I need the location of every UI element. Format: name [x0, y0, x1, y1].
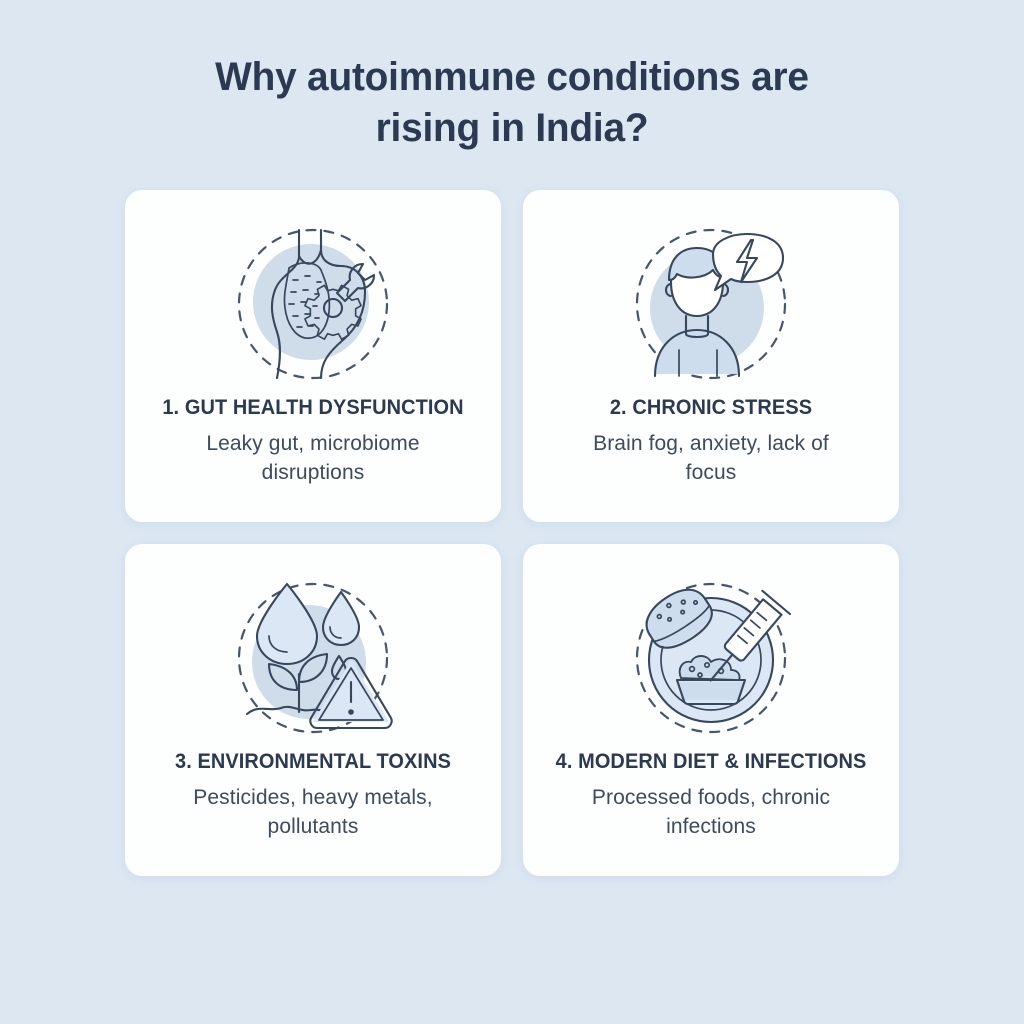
card-chronic-stress-desc-line-2: focus	[685, 461, 737, 484]
card-modern-diet[interactable]: 4. MODERN DIET & INFECTIONS Processed fo…	[523, 544, 899, 876]
gut-gear-wrench-icon	[225, 216, 401, 392]
person-stress-bolt-icon	[623, 216, 799, 392]
card-chronic-stress-desc-line-1: Brain fog, anxiety, lack of	[593, 432, 829, 455]
card-environmental-toxins-desc-line-1: Pesticides, heavy metals,	[193, 786, 433, 809]
page-title-line-1: Why autoimmune conditions are	[215, 55, 809, 99]
page-title-line-2: rising in India?	[375, 106, 649, 150]
card-modern-diet-description: Processed foods, chronic infections	[541, 783, 881, 841]
card-modern-diet-desc-line-1: Processed foods, chronic	[591, 786, 831, 809]
card-modern-diet-desc-line-2: infections	[666, 815, 756, 838]
cards-grid: 1. GUT HEALTH DYSFUNCTION Leaky gut, mic…	[125, 190, 899, 876]
card-gut-health-description: Leaky gut, microbiome disruptions	[143, 429, 483, 487]
page-title: Why autoimmune conditions are rising in …	[132, 52, 892, 154]
card-environmental-toxins-heading: 3. ENVIRONMENTAL TOXINS	[174, 750, 451, 773]
card-chronic-stress[interactable]: 2. CHRONIC STRESS Brain fog, anxiety, la…	[523, 190, 899, 522]
card-modern-diet-text: 4. MODERN DIET & INFECTIONS Processed fo…	[523, 750, 899, 841]
card-gut-health[interactable]: 1. GUT HEALTH DYSFUNCTION Leaky gut, mic…	[125, 190, 501, 522]
card-chronic-stress-description: Brain fog, anxiety, lack of focus	[541, 429, 881, 487]
card-environmental-toxins-desc-line-2: pollutants	[267, 815, 359, 838]
card-modern-diet-heading: 4. MODERN DIET & INFECTIONS	[555, 750, 867, 773]
card-gut-health-desc-line-2: disruptions	[261, 461, 365, 484]
card-chronic-stress-heading: 2. CHRONIC STRESS	[609, 396, 813, 419]
card-gut-health-desc-line-1: Leaky gut, microbiome	[206, 432, 420, 455]
droplet-plant-warning-icon	[225, 570, 401, 746]
card-environmental-toxins[interactable]: 3. ENVIRONMENTAL TOXINS Pesticides, heav…	[125, 544, 501, 876]
plate-burger-syringe-icon	[623, 570, 799, 746]
card-gut-health-heading: 1. GUT HEALTH DYSFUNCTION	[162, 396, 464, 419]
card-gut-health-text: 1. GUT HEALTH DYSFUNCTION Leaky gut, mic…	[125, 396, 501, 487]
card-environmental-toxins-text: 3. ENVIRONMENTAL TOXINS Pesticides, heav…	[125, 750, 501, 841]
card-environmental-toxins-description: Pesticides, heavy metals, pollutants	[143, 783, 483, 841]
card-chronic-stress-text: 2. CHRONIC STRESS Brain fog, anxiety, la…	[523, 396, 899, 487]
